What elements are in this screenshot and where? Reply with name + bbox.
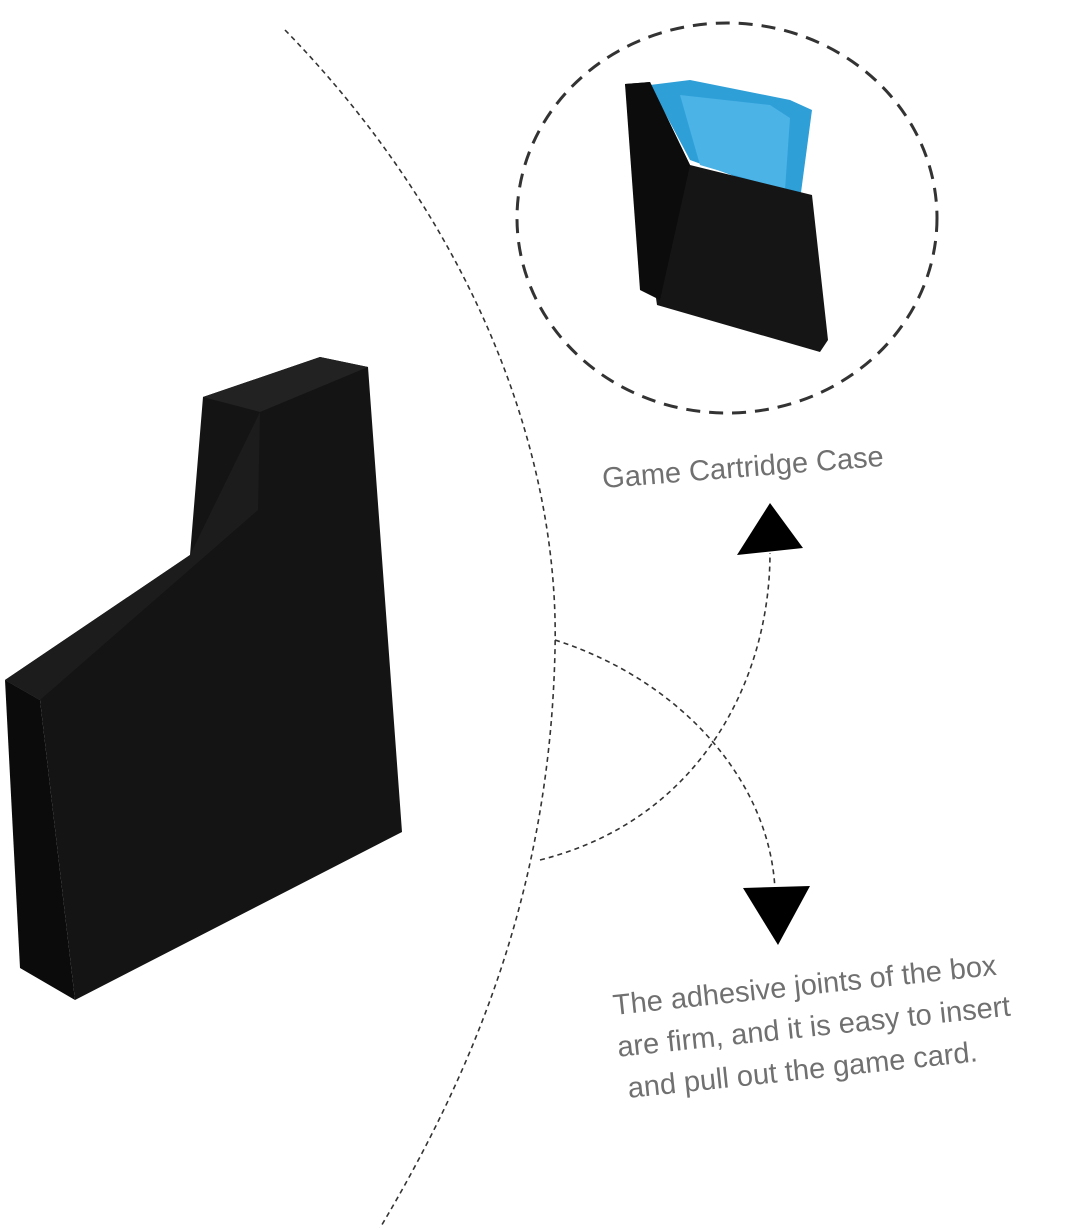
small-case-image xyxy=(625,80,828,352)
arrow-up-icon xyxy=(737,503,803,555)
large-case-image xyxy=(5,357,402,1000)
dashed-zoom-circle xyxy=(515,21,939,415)
arrow-down-icon xyxy=(743,886,810,945)
dashed-divider-arc xyxy=(284,29,556,1228)
case-title-label: Game Cartridge Case xyxy=(601,441,885,495)
description-text: The adhesive joints of the box are firm,… xyxy=(611,948,1024,1105)
dashed-arrow-up-curve xyxy=(539,552,771,861)
dashed-arrow-down-curve xyxy=(554,639,776,891)
